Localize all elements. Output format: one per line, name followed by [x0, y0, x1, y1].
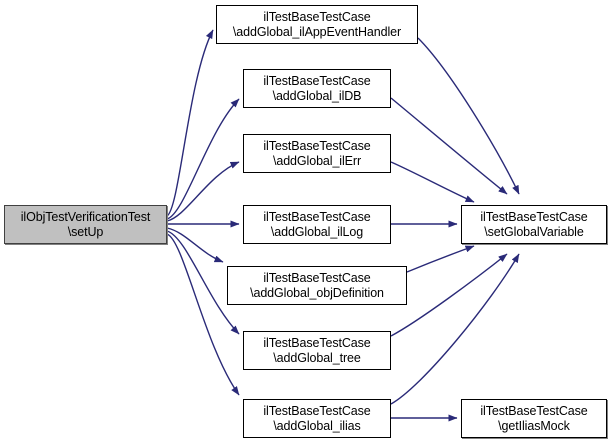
- graph-node-tree[interactable]: ilTestBaseTestCase \addGlobal_tree: [243, 331, 391, 370]
- graph-node-label-tree: ilTestBaseTestCase \addGlobal_tree: [263, 335, 371, 365]
- graph-node-label-objdefinition: ilTestBaseTestCase \addGlobal_objDefinit…: [250, 270, 384, 300]
- graph-node-appEventHandler[interactable]: ilTestBaseTestCase \addGlobal_ilAppEvent…: [216, 5, 418, 44]
- graph-node-label-getIliasMock: ilTestBaseTestCase \getIliasMock: [480, 403, 588, 433]
- graph-node-ilias[interactable]: ilTestBaseTestCase \addGlobal_ilias: [243, 399, 391, 438]
- call-edge-root-to-ilerr: [166, 161, 240, 222]
- graph-node-root[interactable]: ilObjTestVerificationTest \setUp: [4, 205, 167, 244]
- call-edge-root-to-ildb: [166, 98, 240, 220]
- call-edge-root-to-tree: [166, 230, 240, 335]
- call-edge-ildb-to-setGlobalVariable: [390, 97, 508, 195]
- graph-node-getIliasMock[interactable]: ilTestBaseTestCase \getIliasMock: [461, 399, 607, 438]
- graph-node-ildb[interactable]: ilTestBaseTestCase \addGlobal_ilDB: [243, 69, 391, 108]
- graph-node-label-illog: ilTestBaseTestCase \addGlobal_ilLog: [263, 209, 371, 239]
- graph-node-setGlobalVariable[interactable]: ilTestBaseTestCase \setGlobalVariable: [461, 205, 607, 244]
- call-edge-ilias-to-setGlobalVariable: [390, 253, 520, 405]
- graph-node-illog[interactable]: ilTestBaseTestCase \addGlobal_ilLog: [243, 205, 391, 244]
- call-edge-root-to-objdefinition: [166, 227, 224, 263]
- graph-node-label-appEventHandler: ilTestBaseTestCase \addGlobal_ilAppEvent…: [232, 9, 402, 39]
- graph-node-ilerr[interactable]: ilTestBaseTestCase \addGlobal_ilErr: [243, 134, 391, 173]
- graph-node-label-ilias: ilTestBaseTestCase \addGlobal_ilias: [263, 403, 371, 433]
- graph-node-label-ilerr: ilTestBaseTestCase \addGlobal_ilErr: [263, 138, 371, 168]
- call-edge-objdefinition-to-setGlobalVariable: [406, 245, 475, 273]
- call-edge-tree-to-setGlobalVariable: [390, 253, 508, 337]
- graph-node-label-ildb: ilTestBaseTestCase \addGlobal_ilDB: [263, 73, 371, 103]
- graph-node-objdefinition[interactable]: ilTestBaseTestCase \addGlobal_objDefinit…: [227, 266, 407, 305]
- graph-node-label-setGlobalVariable: ilTestBaseTestCase \setGlobalVariable: [480, 209, 588, 239]
- graph-node-label-root: ilObjTestVerificationTest \setUp: [20, 209, 151, 239]
- call-edge-appEventHandler-to-setGlobalVariable: [417, 37, 520, 195]
- call-edge-root-to-appEventHandler: [166, 29, 214, 217]
- call-edge-ilerr-to-setGlobalVariable: [390, 161, 475, 203]
- call-edge-root-to-ilias: [166, 233, 240, 396]
